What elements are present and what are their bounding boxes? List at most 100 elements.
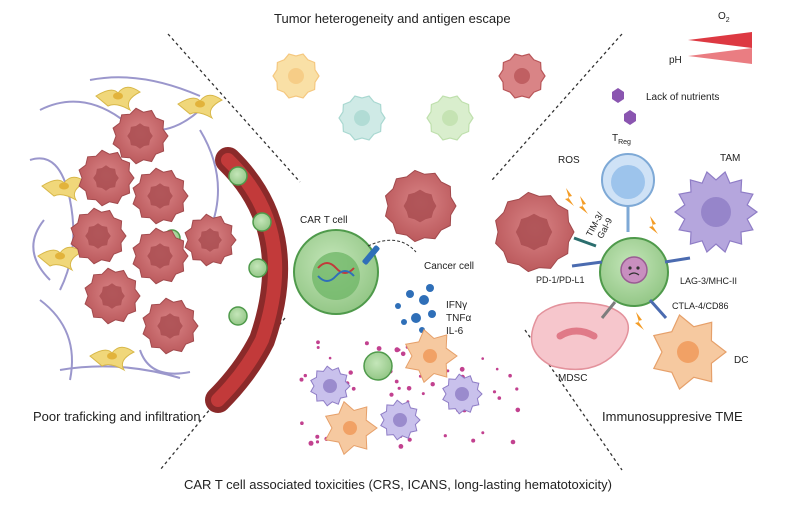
particle-dot xyxy=(406,386,412,391)
lack-of-nutrients-label: Lack of nutrients xyxy=(646,92,720,103)
particle-dot xyxy=(376,346,382,351)
antigen-variant-tumor-cell xyxy=(426,95,474,141)
particle-dot xyxy=(351,386,356,391)
particle-dot xyxy=(348,370,353,375)
left-tumor-cell xyxy=(84,267,141,325)
particle-dot xyxy=(492,390,497,394)
particle-dot xyxy=(364,341,369,346)
vessel-car-t-cells xyxy=(163,166,272,326)
mdsc-label: MDSC xyxy=(558,373,588,384)
left-tumor-cells xyxy=(70,107,237,355)
particle-dot xyxy=(481,357,485,360)
particle-dot xyxy=(299,377,304,382)
particle-dot xyxy=(397,386,401,390)
left-tumor-cell xyxy=(142,297,199,355)
particle-dot xyxy=(300,421,304,426)
particle-dot xyxy=(443,434,447,438)
ph-label: pH xyxy=(669,55,682,66)
left-tumor-cell xyxy=(112,107,169,165)
particle-dot xyxy=(315,440,320,444)
treg-label: TReg xyxy=(612,133,631,147)
particle-dot xyxy=(398,444,404,449)
oxygen-gradient-wedge xyxy=(688,32,752,48)
car-receptor-icon xyxy=(362,245,380,265)
section-title-immunosuppressive-tme: Immunosuppresive TME xyxy=(602,409,743,424)
ros-label: ROS xyxy=(558,155,580,166)
bottom-macrophage xyxy=(310,365,351,407)
targeting-arrow xyxy=(367,239,417,253)
particle-dot xyxy=(316,340,320,345)
cancer-cell-label: Cancer cell xyxy=(424,261,475,272)
pd1-pdl1-label: PD-1/PD-L1 xyxy=(536,275,585,285)
particle-dot xyxy=(481,431,485,435)
particle-dot xyxy=(315,434,320,439)
lag3-mhc2-label: LAG-3/MHC-II xyxy=(680,276,738,286)
cytokine-dot xyxy=(428,310,436,318)
divider-top-right xyxy=(491,33,623,181)
bottom-car-t-cell xyxy=(363,351,393,381)
antigen-variant-tumor-cell xyxy=(338,95,386,141)
fibroblast-cell xyxy=(95,86,141,112)
tam-label: TAM xyxy=(720,153,741,164)
tme-tumor-body xyxy=(495,191,575,273)
divider-bottom-right xyxy=(524,329,623,471)
nutrient-hexagon-icons xyxy=(612,88,636,125)
dc-label: DC xyxy=(734,355,749,366)
fibroblast-cell xyxy=(89,346,135,372)
antigen-variant-tumor-cell xyxy=(498,53,546,99)
il6-label: IL-6 xyxy=(446,326,464,337)
checkpoint-receptors xyxy=(571,236,691,319)
tme-tumor-cell xyxy=(495,191,575,273)
cytokine-dot xyxy=(419,295,429,305)
fibroblast-cell xyxy=(177,94,223,120)
bottom-dendritic-cell xyxy=(404,328,458,384)
section-title-toxicities: CAR T cell associated toxicities (CRS, I… xyxy=(184,477,612,492)
particle-dot xyxy=(515,407,521,413)
particle-dot xyxy=(495,367,499,371)
left-tumor-cell xyxy=(132,227,189,285)
particle-dot xyxy=(328,356,332,360)
cytokine-dot xyxy=(395,303,401,309)
cytokine-dot xyxy=(401,319,407,325)
oxygen-label: O2 xyxy=(718,11,730,25)
ifng-label: IFNγ xyxy=(446,300,468,311)
particle-dot xyxy=(497,396,502,400)
central-cancer-cell xyxy=(384,169,457,243)
bottom-immune-cells xyxy=(310,328,483,456)
heterogeneous-tumor-cells xyxy=(272,53,546,141)
particle-dot xyxy=(316,346,320,349)
particle-dot xyxy=(389,392,394,397)
bottom-macrophage xyxy=(380,399,421,441)
particle-dot xyxy=(303,373,307,378)
particle-dot xyxy=(510,439,516,445)
section-title-trafficking: Poor traficking and infiltration xyxy=(33,409,201,424)
left-tumor-cell xyxy=(132,167,189,225)
particle-dot xyxy=(394,347,400,353)
particle-dot xyxy=(508,373,512,378)
particle-dot xyxy=(400,351,406,357)
left-tumor-cell xyxy=(70,207,127,265)
cytokine-dot xyxy=(406,290,414,298)
treg-cell xyxy=(601,153,655,232)
central-tumor-body xyxy=(384,169,457,243)
particle-dot xyxy=(430,382,435,387)
particle-dot xyxy=(308,440,314,446)
fibroblast-cell xyxy=(37,246,83,272)
cytokine-dots xyxy=(395,284,436,333)
left-tumor-cell xyxy=(184,213,237,267)
left-tumor-cell xyxy=(78,149,135,207)
car-t-cell-label: CAR T cell xyxy=(300,215,348,226)
particle-dot xyxy=(421,392,425,396)
section-title-antigen-escape: Tumor heterogeneity and antigen escape xyxy=(274,11,511,26)
particle-dot xyxy=(394,379,399,384)
blood-vessel xyxy=(205,147,289,413)
cytokine-dot xyxy=(411,313,421,323)
tam-cell xyxy=(673,171,759,253)
exhausted-car-t-cell xyxy=(599,237,669,307)
bottom-macrophage xyxy=(442,373,483,415)
ros-lightning-icons xyxy=(565,188,658,330)
central-car-t-cell xyxy=(293,229,417,315)
ph-gradient-wedge xyxy=(688,48,752,64)
